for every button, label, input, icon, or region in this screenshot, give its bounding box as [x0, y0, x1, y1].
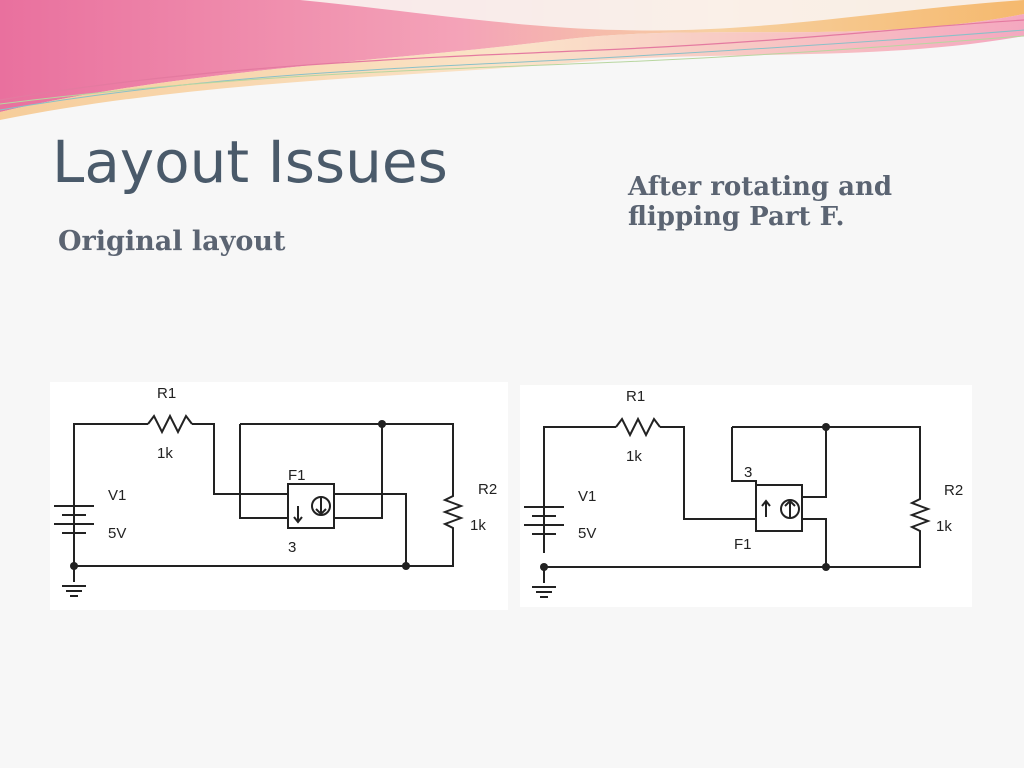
- f1-pin-label: 3: [288, 539, 296, 556]
- r1-value: 1k: [157, 445, 173, 462]
- r2-value: 1k: [470, 517, 486, 534]
- f1-label: F1: [734, 536, 752, 553]
- r1-value: 1k: [626, 448, 642, 465]
- r2-label: R2: [944, 482, 963, 499]
- original-circuit-diagram: R1 1k V1 5V F1 3 R2 1k: [50, 382, 508, 610]
- v1-label: V1: [578, 488, 596, 505]
- r2-label: R2: [478, 481, 497, 498]
- r2-resistor: [909, 495, 931, 535]
- f1-pin-label: 3: [744, 464, 752, 481]
- r1-label: R1: [626, 388, 645, 405]
- original-layout-caption: Original layout: [58, 226, 286, 257]
- v1-value: 5V: [578, 525, 596, 542]
- v1-label: V1: [108, 487, 126, 504]
- r1-resistor: [147, 413, 193, 435]
- f1-component: [755, 484, 803, 532]
- f1-label: F1: [288, 467, 306, 484]
- r2-resistor: [442, 490, 464, 532]
- rotated-circuit-diagram: R1 1k V1 5V 3 F1 R2 1k: [520, 385, 972, 607]
- r1-label: R1: [157, 385, 176, 402]
- rotated-layout-caption: After rotating and flipping Part F.: [628, 172, 893, 232]
- slide-title: Layout Issues: [52, 128, 448, 196]
- decorative-wave-banner: [0, 0, 1024, 120]
- v1-value: 5V: [108, 525, 126, 542]
- r2-value: 1k: [936, 518, 952, 535]
- r1-resistor: [615, 416, 661, 438]
